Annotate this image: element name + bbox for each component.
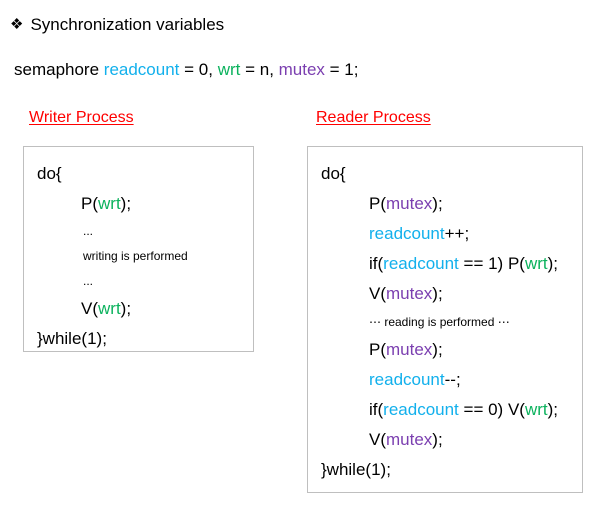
reader-l4-arg: wrt [524, 254, 548, 273]
writer-l6-arg: wrt [98, 299, 121, 318]
diamond-bullet-icon: ❖ [10, 16, 24, 33]
writer-line-5: ... [83, 274, 94, 288]
var-readcount: readcount [103, 60, 180, 79]
writer-process-code-box: do{ P(wrt); ... writing is performed ...… [23, 146, 254, 352]
reader-l8-var: readcount [369, 370, 445, 389]
reader-l2-call: P( [369, 194, 386, 213]
reader-l5-call: V( [369, 284, 386, 303]
reader-line-3: readcount++; [321, 219, 576, 249]
reader-line-11: }while(1); [321, 460, 391, 479]
decl-sep-3: = 1; [324, 60, 359, 79]
reader-l9-var: readcount [383, 400, 459, 419]
reader-l2-end: ); [432, 194, 443, 213]
reader-line-7: P(mutex); [321, 335, 576, 365]
writer-code-content: do{ P(wrt); ... writing is performed ...… [24, 147, 253, 362]
reader-l4-cond: == 1) P( [458, 254, 525, 273]
reader-l5-end: ); [432, 284, 443, 303]
writer-l6-call: V( [81, 299, 98, 318]
reader-l7-call: P( [369, 340, 386, 359]
reader-line-6: ⋯ reading is performed ⋯ [369, 315, 510, 329]
reader-l4-if: if( [369, 254, 384, 273]
reader-l4-end: ); [547, 254, 558, 273]
reader-l3-var: readcount [369, 224, 445, 243]
writer-l2-end: ); [120, 194, 132, 213]
semaphore-declaration: semaphore readcount = 0, wrt = n, mutex … [14, 58, 359, 82]
reader-l4-var: readcount [383, 254, 459, 273]
writer-line-2: P(wrt); [37, 189, 247, 219]
writer-l6-end: ); [120, 299, 132, 318]
reader-line-2: P(mutex); [321, 189, 576, 219]
reader-l10-arg: mutex [386, 430, 433, 449]
writer-line-7: }while(1); [37, 329, 107, 348]
reader-l9-arg: wrt [524, 400, 548, 419]
reader-l10-end: ); [432, 430, 443, 449]
writer-l2-arg: wrt [98, 194, 121, 213]
reader-process-heading: Reader Process [316, 109, 431, 126]
heading-text: Synchronization variables [30, 15, 225, 34]
reader-l3-op: ++; [444, 224, 470, 243]
writer-l2-call: P( [81, 194, 98, 213]
reader-l7-end: ); [432, 340, 443, 359]
reader-line-4: if(readcount == 1) P(wrt); [321, 249, 576, 279]
reader-line-1: do{ [321, 164, 346, 183]
synchronization-variables-heading: ❖ Synchronization variables [10, 14, 224, 36]
reader-process-code-box: do{ P(mutex); readcount++; if(readcount … [307, 146, 583, 493]
decl-sep-2: = n, [240, 60, 279, 79]
writer-process-heading: Writer Process [29, 109, 134, 126]
reader-l7-arg: mutex [386, 340, 433, 359]
writer-line-3: ... [83, 224, 94, 238]
reader-code-content: do{ P(mutex); readcount++; if(readcount … [308, 147, 582, 493]
writer-line-6: V(wrt); [37, 294, 247, 324]
reader-line-9: if(readcount == 0) V(wrt); [321, 395, 576, 425]
reader-l10-call: V( [369, 430, 386, 449]
reader-l9-cond: == 0) V( [458, 400, 525, 419]
writer-line-1: do{ [37, 164, 62, 183]
var-wrt: wrt [217, 60, 241, 79]
reader-l9-end: ); [547, 400, 558, 419]
decl-sep-1: = 0, [179, 60, 218, 79]
reader-line-10: V(mutex); [321, 425, 576, 455]
reader-l2-arg: mutex [386, 194, 433, 213]
reader-l8-op: --; [444, 370, 461, 389]
reader-line-5: V(mutex); [321, 279, 576, 309]
reader-l5-arg: mutex [386, 284, 433, 303]
semaphore-keyword: semaphore [14, 60, 104, 79]
writer-line-4: writing is performed [83, 249, 188, 263]
var-mutex: mutex [278, 60, 325, 79]
reader-line-8: readcount--; [321, 365, 576, 395]
reader-l9-if: if( [369, 400, 384, 419]
